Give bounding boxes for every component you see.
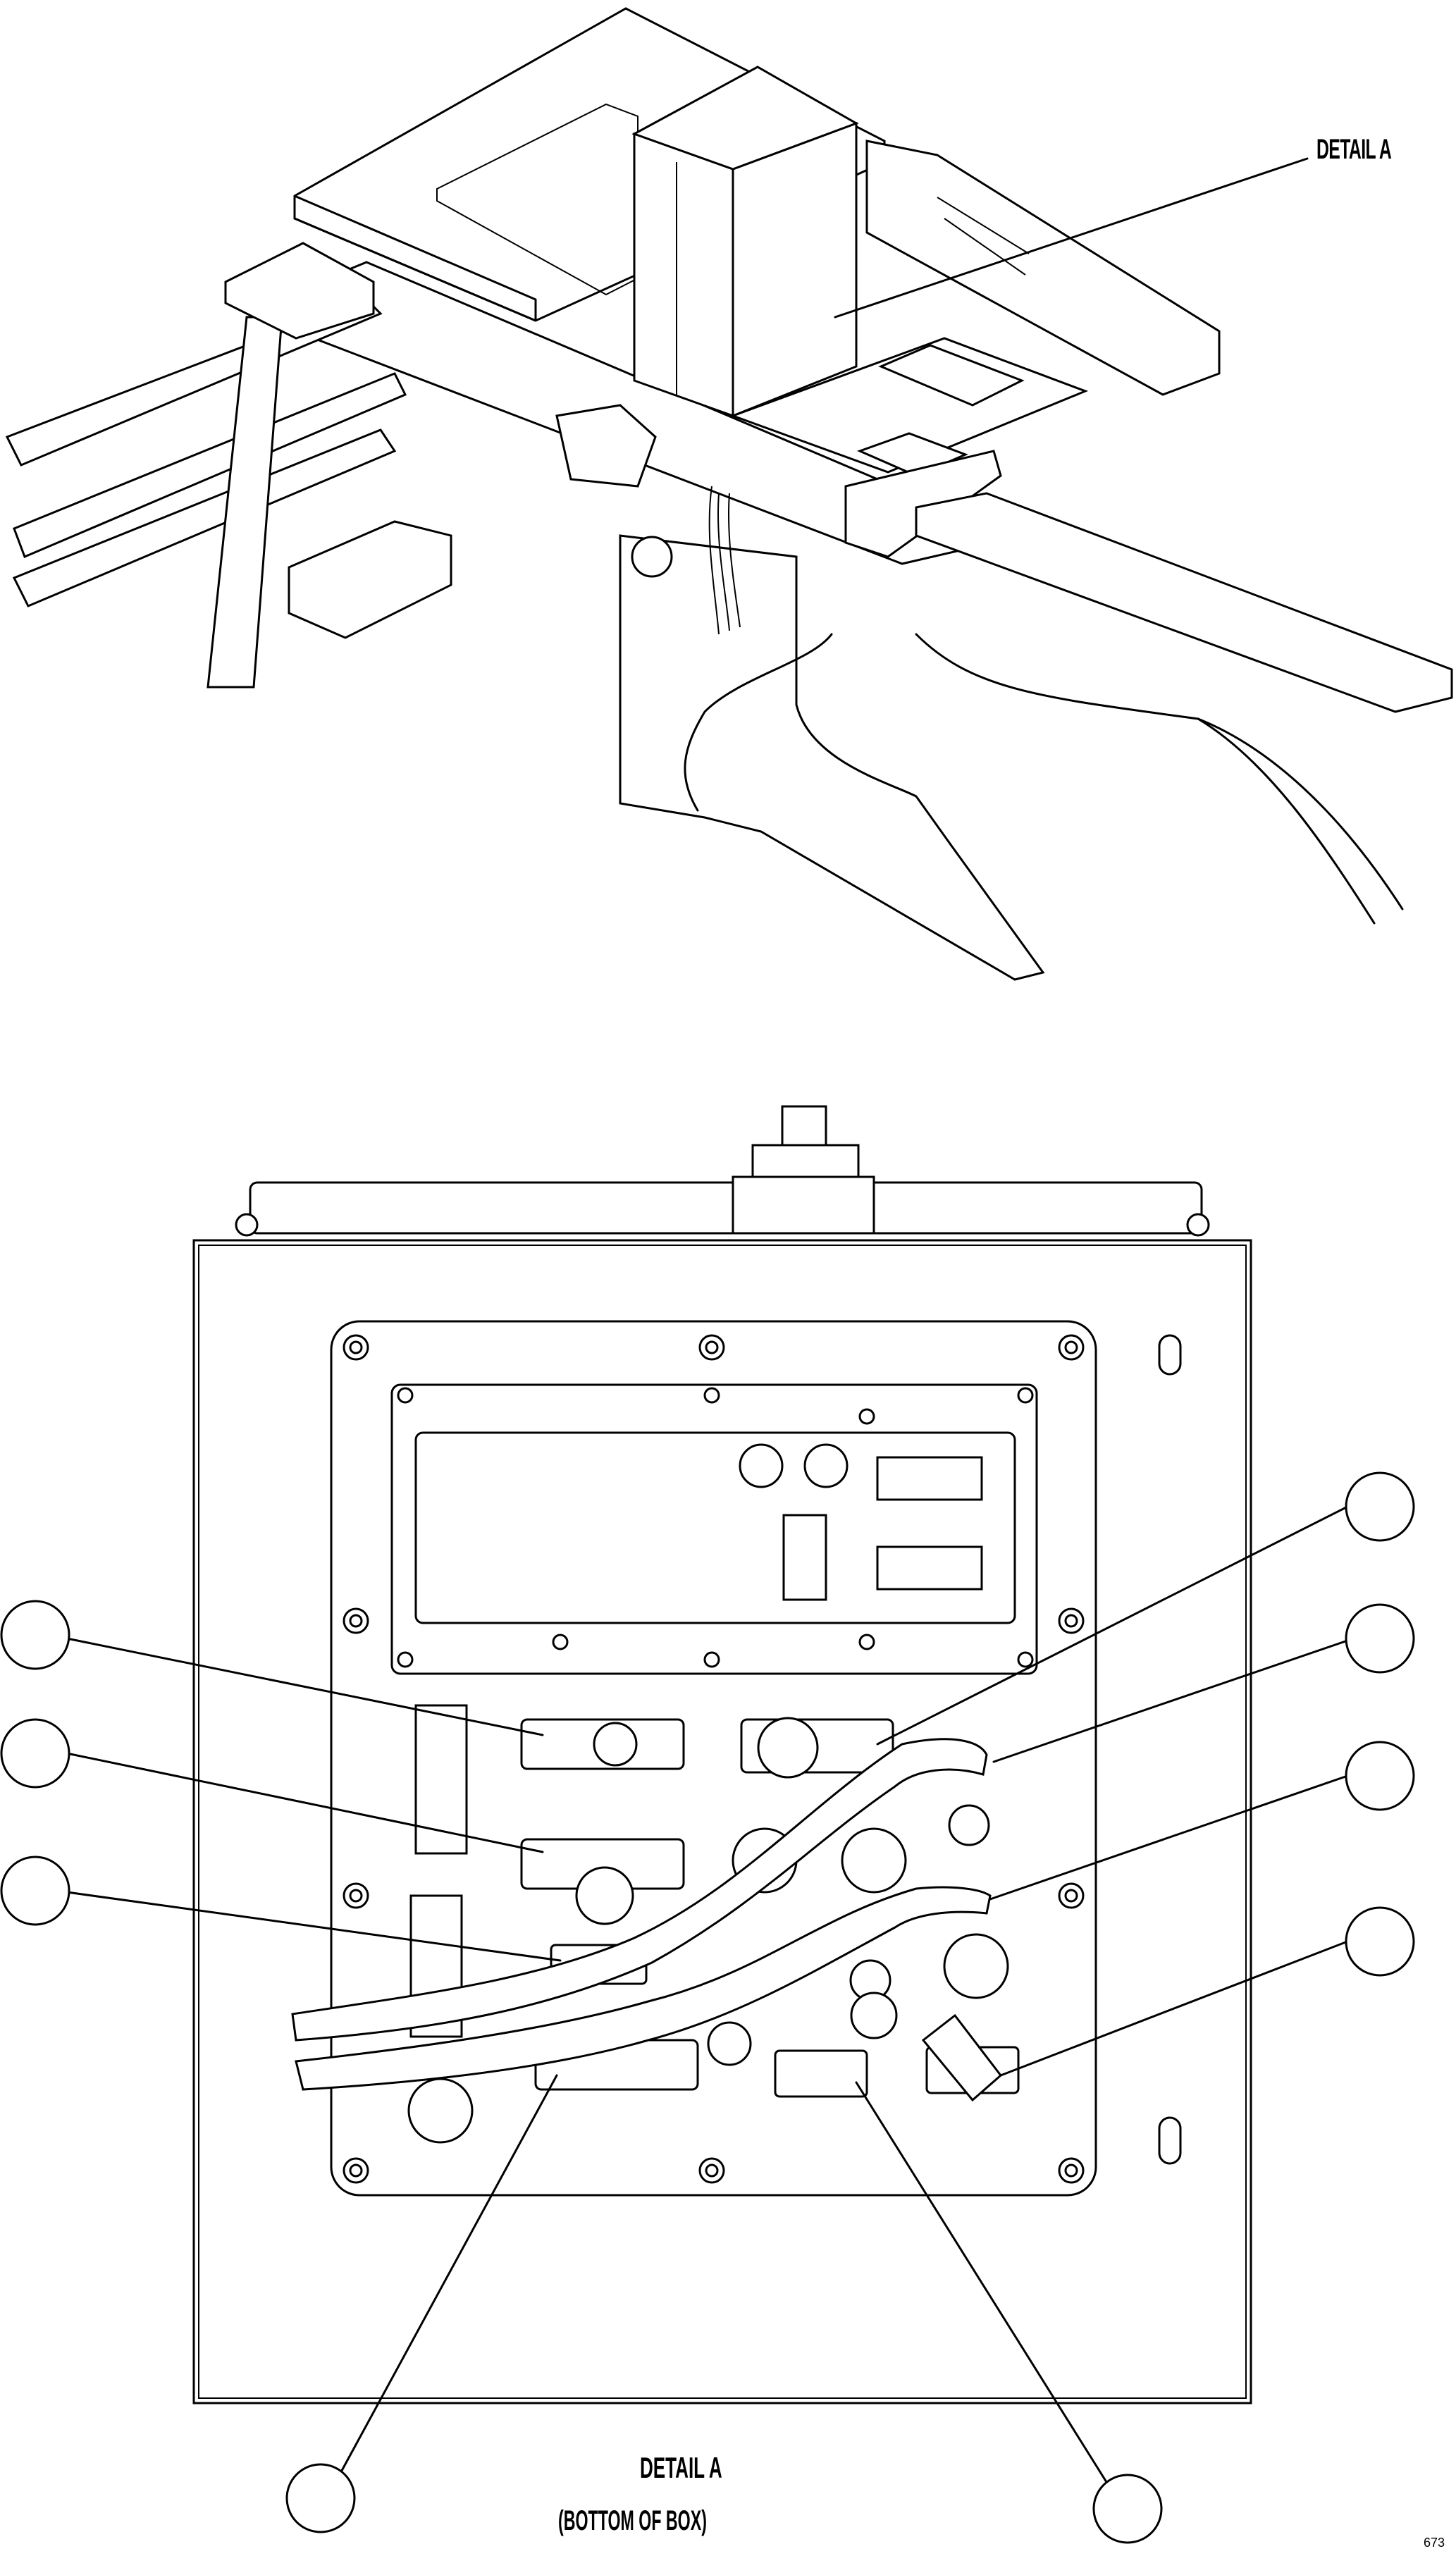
lower-left-bracket bbox=[288, 520, 452, 639]
figure-code: 673 bbox=[1424, 2536, 1445, 2550]
balloon-right-3 bbox=[1345, 1741, 1415, 1811]
balloon-left-1 bbox=[0, 1600, 70, 1670]
slot-lower bbox=[1158, 2116, 1182, 2165]
balloon-left-3 bbox=[0, 1856, 70, 1926]
lower-frame-shell bbox=[619, 534, 1045, 981]
left-connector-upper bbox=[414, 1704, 468, 1855]
top-handle bbox=[781, 1105, 827, 1150]
center-bracket bbox=[555, 404, 657, 488]
caption-title: DETAIL A bbox=[640, 2451, 722, 2484]
detail-a-leader bbox=[834, 157, 1309, 319]
window-connectors bbox=[782, 1456, 983, 1601]
balloon-bottom-right bbox=[1092, 2474, 1163, 2544]
isometric-frame-view bbox=[5, 7, 1453, 981]
upper-left-bracket bbox=[224, 242, 375, 340]
top-lid-strip bbox=[249, 1181, 1203, 1235]
right-rail-upper bbox=[865, 140, 1221, 396]
electronics-box-top bbox=[631, 66, 859, 171]
balloon-left-2 bbox=[0, 1718, 70, 1789]
leader-lines bbox=[66, 1505, 1349, 2489]
cable-upper bbox=[291, 1738, 988, 2042]
balloon-right-2 bbox=[1345, 1603, 1415, 1674]
cable-bundle bbox=[708, 486, 741, 635]
caption-subtitle: (BOTTOM OF BOX) bbox=[558, 2505, 707, 2536]
balloon-bottom-left bbox=[285, 2463, 356, 2533]
boom-arm bbox=[915, 492, 1453, 713]
plate-bolts bbox=[235, 1213, 1210, 2184]
fitting-f bbox=[774, 2049, 868, 2098]
balloon-right-4 bbox=[1345, 1906, 1415, 1977]
cable-lower bbox=[295, 1886, 992, 2091]
detail-a-box bbox=[66, 1105, 1349, 2489]
balloon-right-1 bbox=[1345, 1471, 1415, 1542]
top-callout-label: DETAIL A bbox=[1316, 134, 1392, 165]
slot-upper bbox=[1158, 1334, 1182, 1376]
